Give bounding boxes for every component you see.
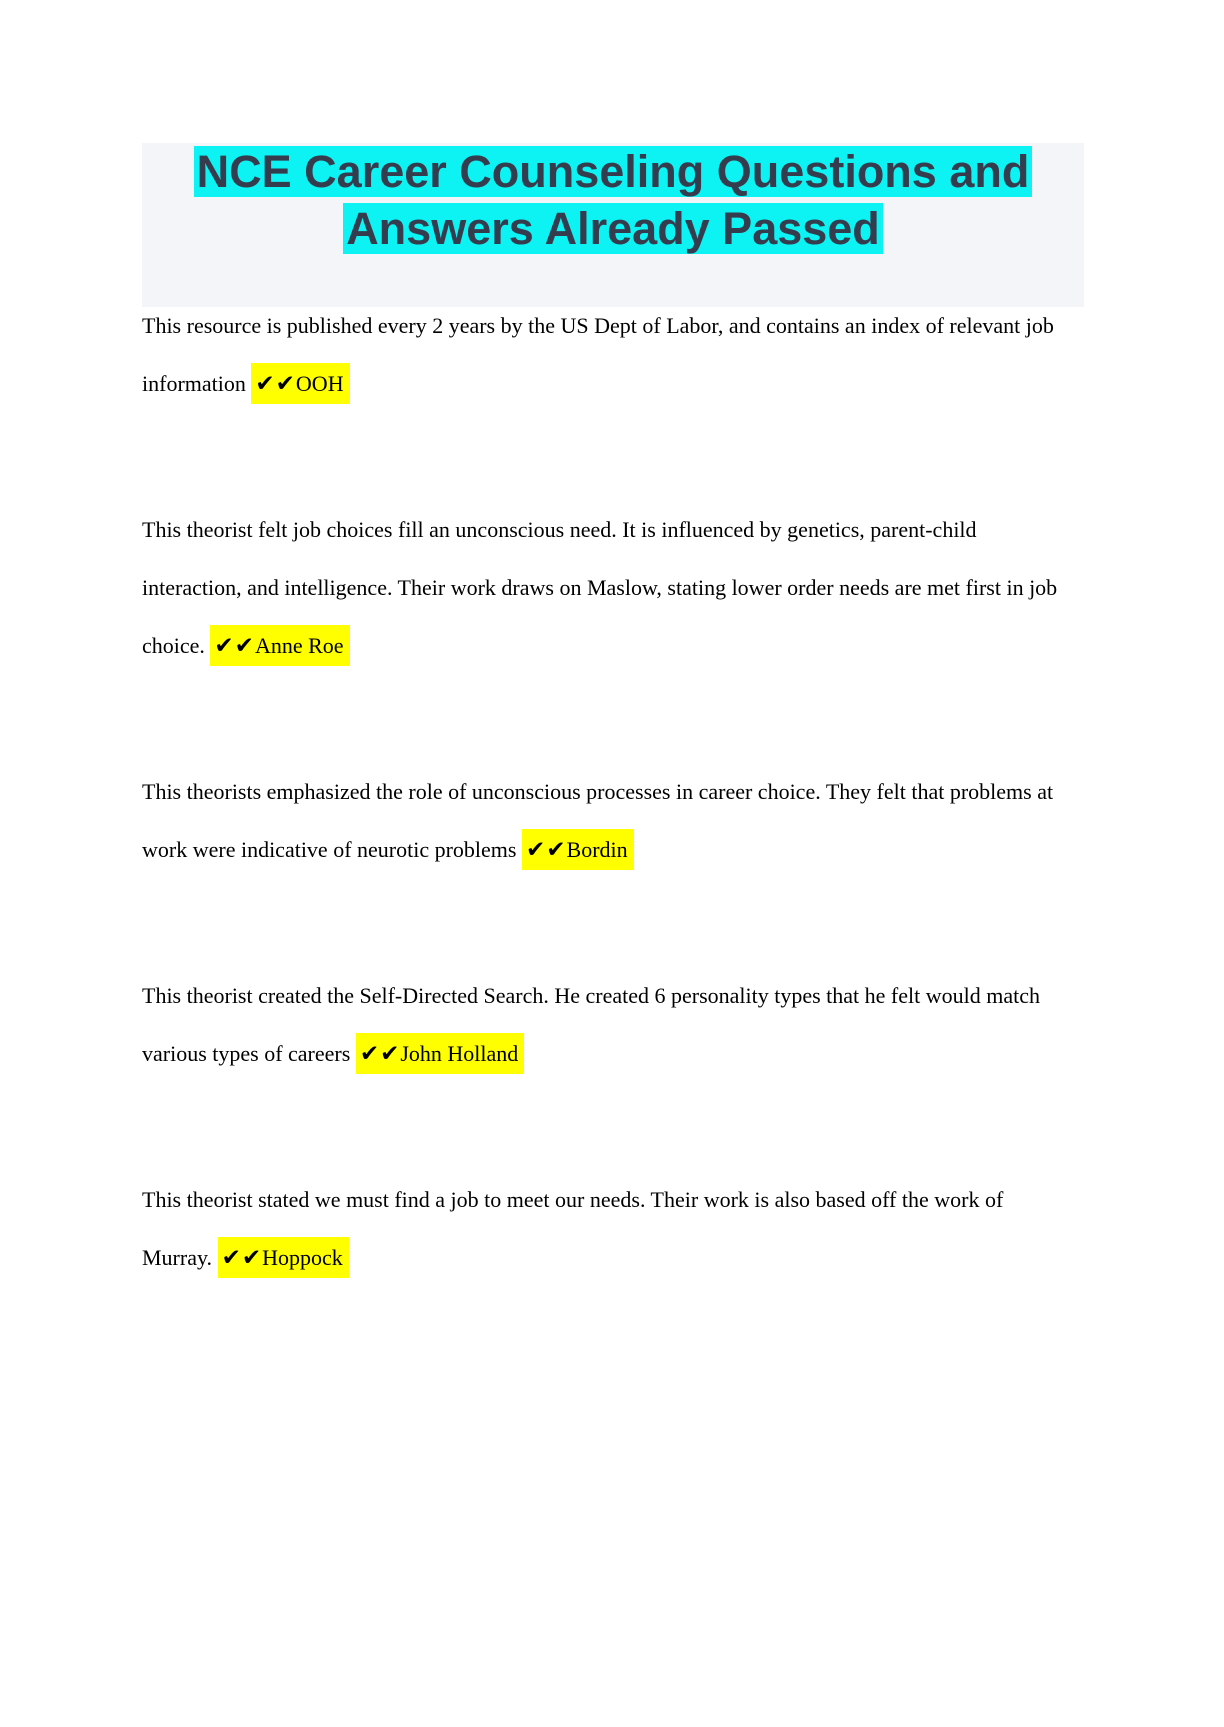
qa-item: This theorist felt job choices fill an u… [142, 501, 1072, 675]
document-page: NCE Career Counseling Questions and Answ… [0, 143, 1224, 1727]
answer-highlight: ✔✔Anne Roe [210, 625, 350, 666]
double-checkmark-icon: ✔✔ [359, 1041, 401, 1067]
question-text: This theorist created the Self-Directed … [142, 983, 1040, 1066]
question-text: This theorist felt job choices fill an u… [142, 517, 1058, 658]
title-band: NCE Career Counseling Questions and Answ… [142, 143, 1084, 307]
question-text: This resource is published every 2 years… [142, 313, 1054, 396]
qa-item: This resource is published every 2 years… [142, 297, 1072, 413]
qa-item: This theorists emphasized the role of un… [142, 763, 1072, 879]
answer-text: Hoppock [262, 1245, 343, 1270]
page-title: NCE Career Counseling Questions and Answ… [142, 143, 1084, 257]
page-title-highlight: NCE Career Counseling Questions and Answ… [193, 146, 1033, 254]
double-checkmark-icon: ✔✔ [525, 837, 567, 863]
double-checkmark-icon: ✔✔ [214, 633, 255, 659]
qa-item: This theorist stated we must find a job … [142, 1171, 1072, 1287]
question-text: This theorist stated we must find a job … [142, 1187, 1004, 1270]
qa-list: This resource is published every 2 years… [142, 297, 1072, 1287]
qa-item: This theorist created the Self-Directed … [142, 967, 1072, 1083]
answer-highlight: ✔✔Hoppock [217, 1237, 349, 1278]
double-checkmark-icon: ✔✔ [221, 1245, 263, 1271]
page-content: NCE Career Counseling Questions and Answ… [142, 143, 1084, 1287]
answer-highlight: ✔✔OOH [251, 363, 350, 404]
answer-text: Anne Roe [254, 633, 344, 658]
answer-text: Bordin [566, 837, 628, 862]
answer-text: John Holland [400, 1041, 519, 1066]
question-text: This theorists emphasized the role of un… [142, 779, 1054, 862]
answer-highlight: ✔✔Bordin [521, 829, 634, 870]
answer-highlight: ✔✔John Holland [355, 1033, 525, 1074]
answer-text: OOH [295, 371, 344, 396]
double-checkmark-icon: ✔✔ [255, 371, 296, 397]
